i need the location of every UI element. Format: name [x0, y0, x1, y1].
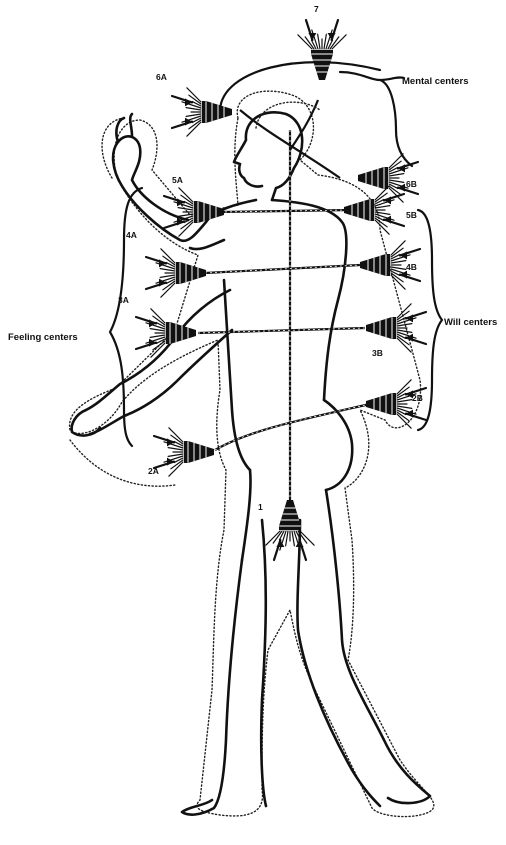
ray: [324, 34, 326, 49]
ray: [168, 454, 183, 456]
energy-center-c5b: [344, 186, 404, 234]
ray: [389, 174, 404, 176]
center-label-c6a: 6A: [156, 72, 167, 82]
center-label-c5b: 5B: [406, 210, 417, 220]
center-label-c7: 7: [314, 4, 319, 14]
ray: [397, 406, 412, 408]
energy-cords: [198, 100, 370, 500]
ray: [160, 275, 175, 277]
center-label-c2a: 2A: [148, 466, 159, 476]
ray: [150, 329, 165, 331]
hand-down-outline: [72, 410, 100, 435]
ray: [150, 335, 165, 337]
head-halo: [220, 62, 380, 128]
mental-centers-label: Mental centers: [402, 76, 469, 87]
center-label-c3b: 3B: [372, 348, 383, 358]
energy-center-c1: [266, 500, 314, 560]
energy-center-c2a: [154, 428, 214, 476]
back-leg-outline: [297, 490, 430, 806]
center-label-c4b: 4B: [406, 262, 417, 272]
ray: [160, 269, 175, 271]
energy-centers: [136, 20, 426, 560]
center-label-c3a: 3A: [118, 295, 129, 305]
head-outline: [234, 112, 302, 200]
ray: [397, 324, 412, 326]
energy-center-c6a: [172, 88, 232, 136]
ray: [391, 267, 406, 269]
ray: [389, 180, 404, 182]
center-label-c5a: 5A: [172, 175, 183, 185]
ray: [168, 448, 183, 450]
will-centers-label: Will centers: [444, 317, 497, 328]
lowered-arm-outline: [86, 290, 232, 434]
energy-center-c3b: [366, 304, 426, 352]
center-label-c1: 1: [258, 502, 263, 512]
front-leg-outline: [182, 520, 266, 815]
ray: [397, 330, 412, 332]
ray: [318, 34, 320, 49]
center-label-c2b: 2B: [412, 393, 423, 403]
energy-center-c2b: [366, 380, 426, 428]
energy-center-c7: [298, 20, 346, 80]
center-label-c4a: 4A: [126, 230, 137, 240]
energy-center-c4a: [146, 249, 206, 297]
ray: [391, 261, 406, 263]
ray: [186, 108, 201, 110]
ray: [186, 114, 201, 116]
ray: [286, 531, 288, 546]
hip-outline: [242, 400, 352, 560]
ray: [375, 206, 390, 208]
ray: [397, 400, 412, 402]
feeling-centers-label: Feeling centers: [8, 332, 78, 343]
center-label-c6b: 6B: [406, 179, 417, 189]
ray: [292, 531, 294, 546]
